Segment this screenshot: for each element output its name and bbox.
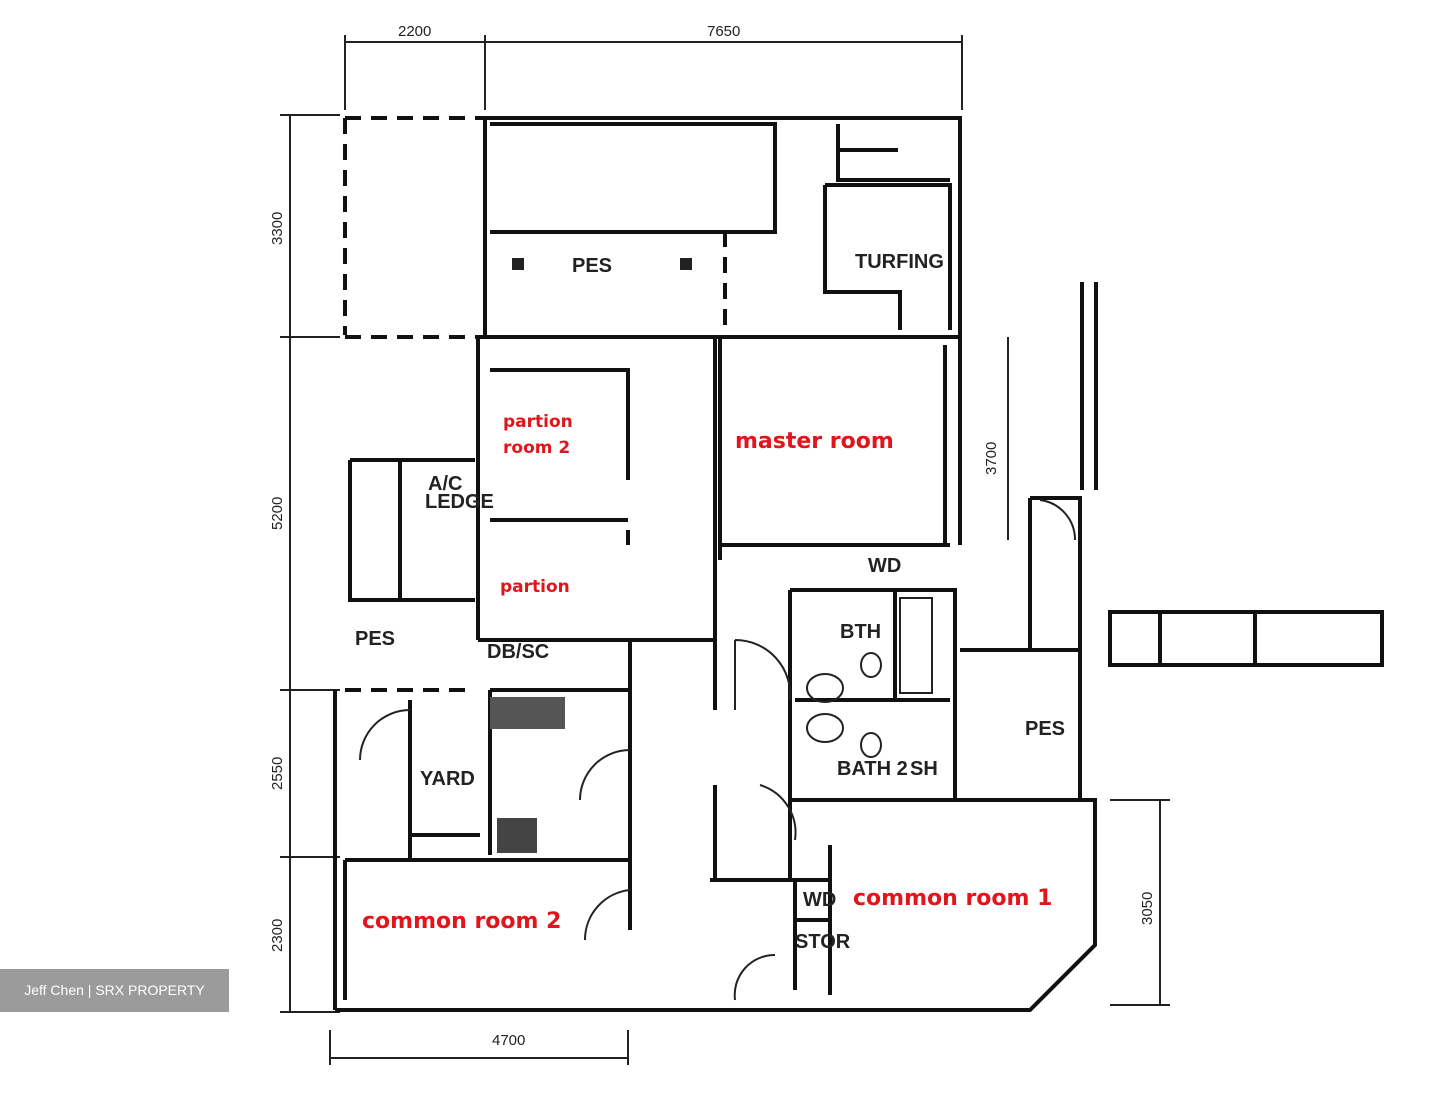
label-turfing: TURFING xyxy=(855,251,944,273)
dim-bottom: 4700 xyxy=(492,1032,525,1049)
annotation-partition-room-2-line2: room 2 xyxy=(503,438,570,458)
label-wd-common: WD xyxy=(803,889,836,911)
label-bth: BTH xyxy=(840,621,881,643)
annotation-master-room: master room xyxy=(735,429,894,454)
annotation-partition-room-2: partion xyxy=(503,412,573,432)
annotation-common-room-2: common room 2 xyxy=(362,909,561,934)
label-yard: YARD xyxy=(420,768,475,790)
label-sh: SH xyxy=(910,758,938,780)
dim-right-master: 3700 xyxy=(983,442,1000,475)
label-bath-2: BATH 2 xyxy=(837,758,908,780)
label-ac-ledge-2: LEDGE xyxy=(425,491,494,513)
label-pes-top: PES xyxy=(572,255,612,277)
label-pes-right: PES xyxy=(1025,718,1065,740)
fixtures xyxy=(490,258,933,853)
dimension-lines xyxy=(280,35,1170,1065)
room-labels: PES TURFING A/C LEDGE PES DB/SC YARD BTH… xyxy=(355,251,1065,953)
dim-right-common1: 3050 xyxy=(1139,892,1156,925)
label-pes-left: PES xyxy=(355,628,395,650)
label-ac-ledge-1: A/C xyxy=(428,473,462,495)
annotation-partition: partion xyxy=(500,577,570,597)
dim-top-right: 7650 xyxy=(707,23,740,40)
dim-left-1: 3300 xyxy=(269,212,286,245)
walls xyxy=(333,116,1384,1012)
dim-left-3: 2550 xyxy=(269,757,286,790)
dim-left-4: 2300 xyxy=(269,919,286,952)
doors xyxy=(359,499,1077,1001)
label-stor: STOR xyxy=(795,931,851,953)
annotation-common-room-1: common room 1 xyxy=(853,886,1052,911)
annotations: partion room 2 partion master room commo… xyxy=(362,412,1052,934)
label-db-sc: DB/SC xyxy=(487,641,549,663)
watermark: Jeff Chen | SRX PROPERTY xyxy=(0,969,229,1012)
dim-left-2: 5200 xyxy=(269,497,286,530)
dim-top-left: 2200 xyxy=(398,23,431,40)
label-wd-master: WD xyxy=(868,555,901,577)
dimension-labels: 2200 7650 3300 5200 2550 2300 4700 3700 … xyxy=(269,23,1156,1049)
